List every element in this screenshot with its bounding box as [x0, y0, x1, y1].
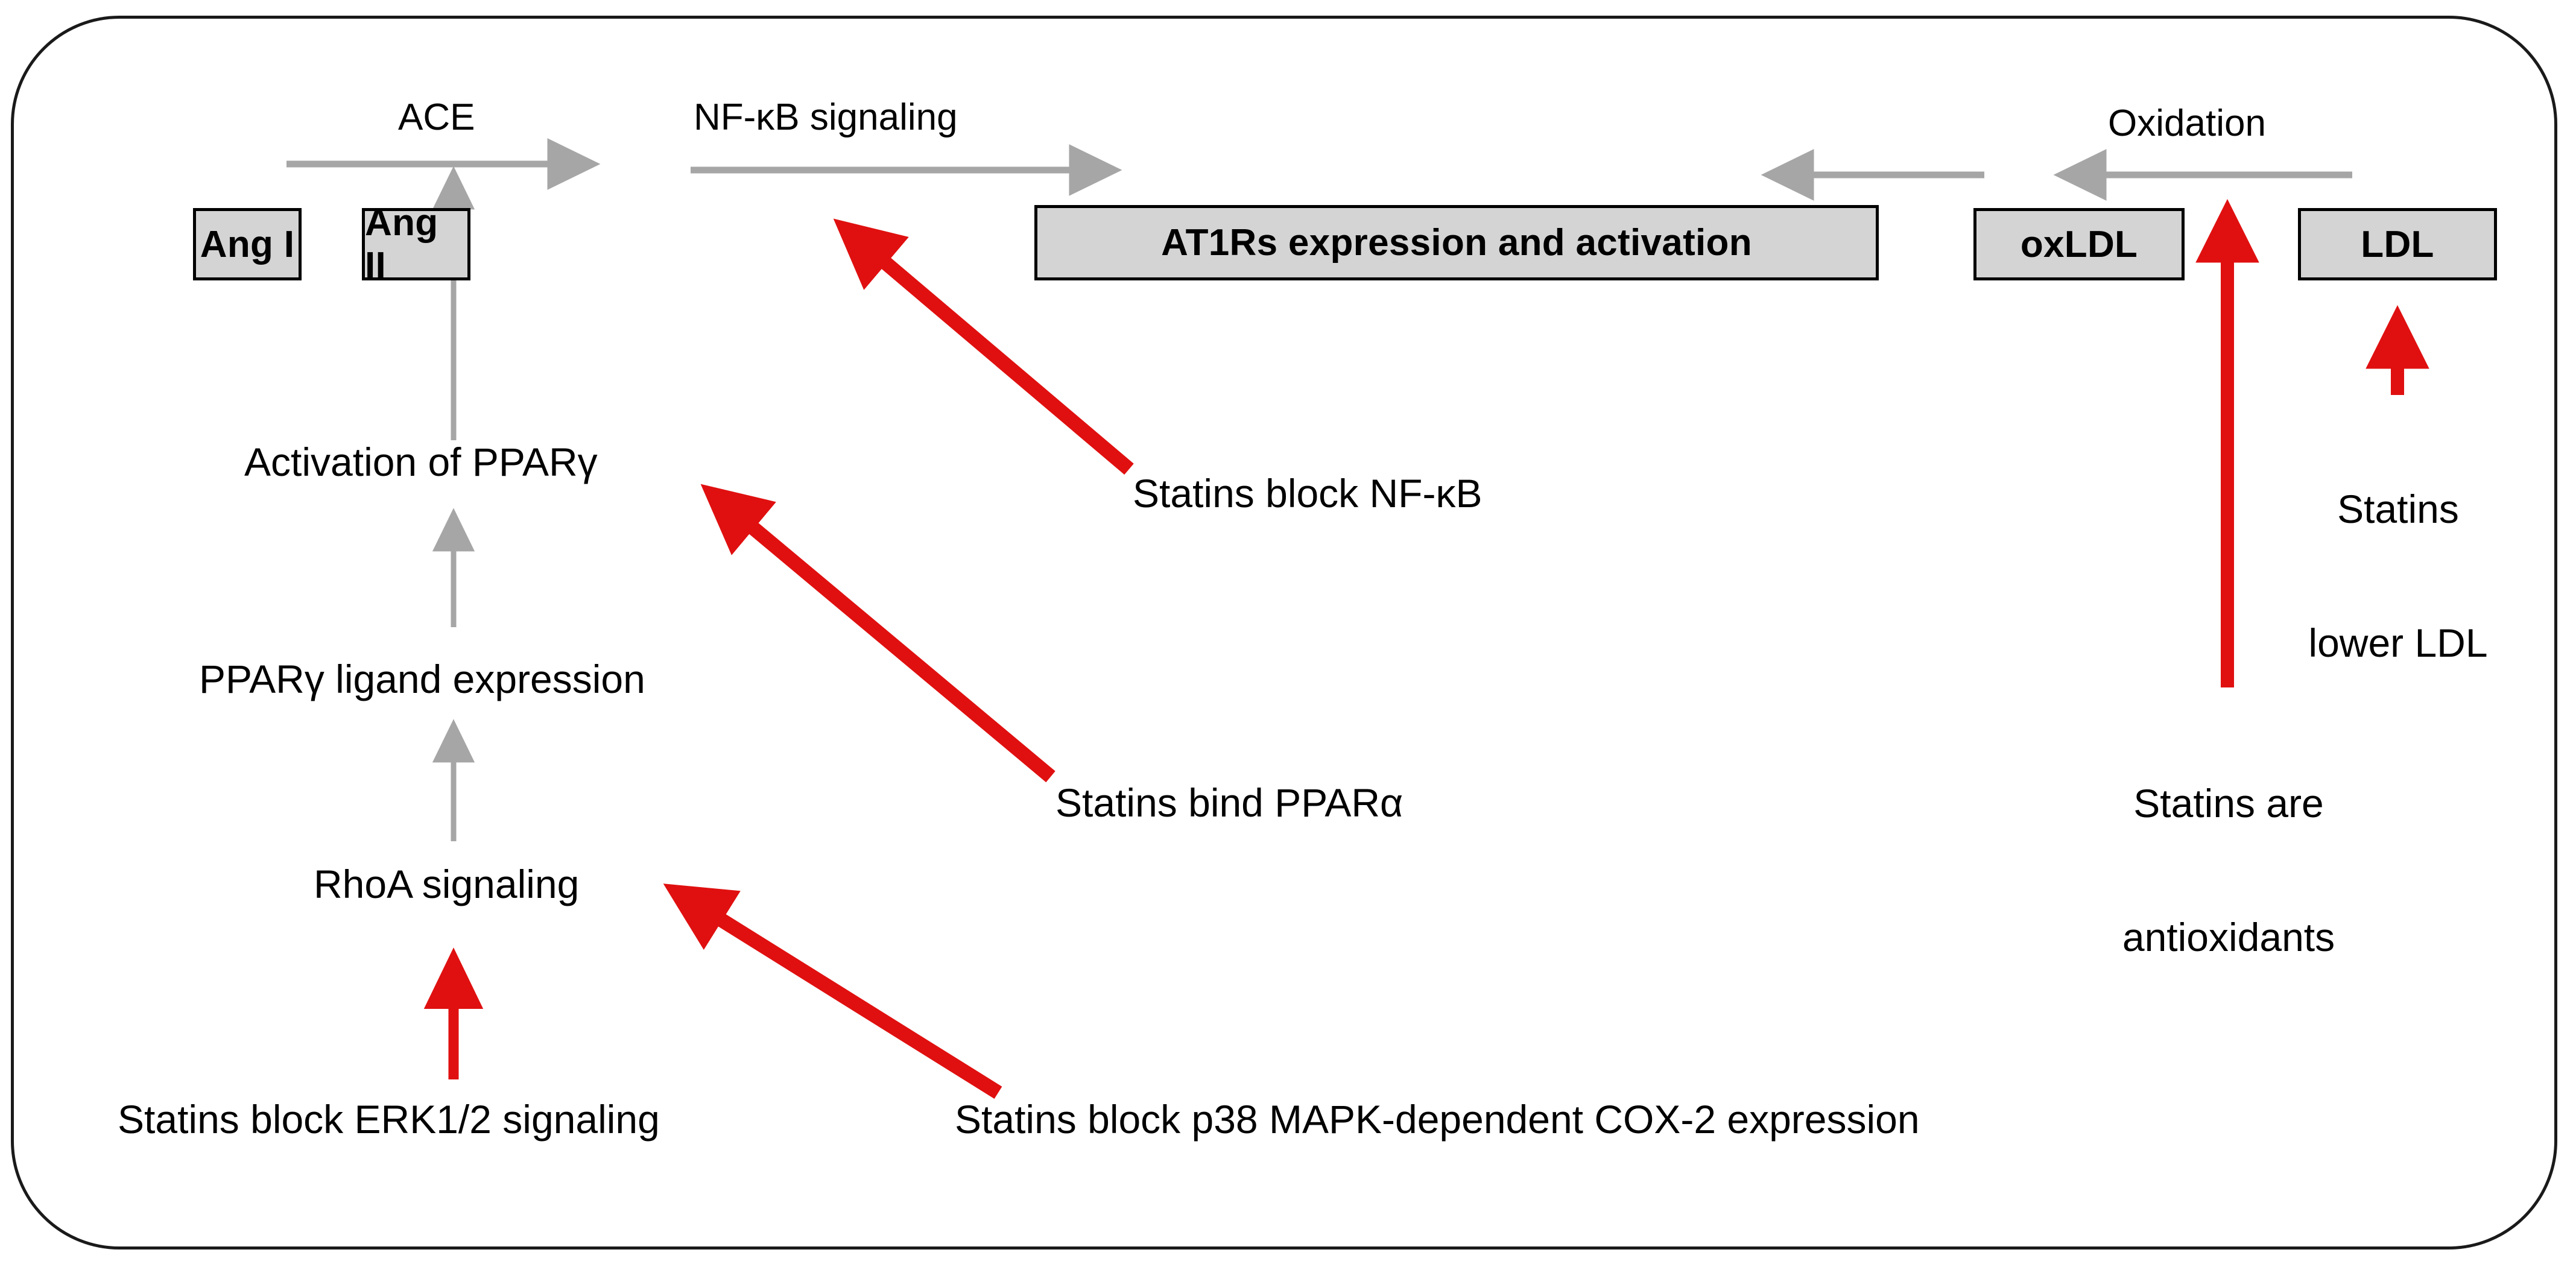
- node-label-oxldl: oxLDL: [2020, 223, 2138, 265]
- annotation-antioxidants-line-2: antioxidants: [2122, 914, 2335, 959]
- node-box-oxldl[interactable]: oxLDL: [1973, 208, 2185, 280]
- annotation-lower-ldl-line-1: Statins: [2337, 486, 2459, 531]
- edge-label-ace: ACE: [398, 96, 475, 138]
- pathway-step-rhoa: RhoA signaling: [314, 862, 580, 906]
- annotation-statins-block-nfkb: Statins block NF-κB: [1133, 471, 1483, 516]
- node-label-ldl: LDL: [2361, 223, 2434, 265]
- node-box-at1rs[interactable]: AT1Rs expression and activation: [1034, 205, 1879, 280]
- node-box-ldl[interactable]: LDL: [2298, 208, 2497, 280]
- annotation-statins-bind-ppara: Statins bind PPARα: [1055, 780, 1404, 825]
- annotation-statins-antioxidants: Statins are antioxidants: [2093, 692, 2364, 1049]
- annotation-antioxidants-line-1: Statins are: [2133, 780, 2324, 826]
- annotation-statins-lower-ldl: Statins lower LDL: [2286, 398, 2510, 754]
- edge-label-nfkb-signaling: NF-κB signaling: [694, 96, 958, 138]
- annotation-lower-ldl-line-2: lower LDL: [2308, 620, 2488, 665]
- annotation-statins-block-erk: Statins block ERK1/2 signaling: [118, 1097, 660, 1142]
- pathway-step-activation-pparg: Activation of PPARγ: [244, 440, 598, 484]
- diagram-outer-frame: [11, 16, 2557, 1249]
- node-box-ang-i[interactable]: Ang I: [193, 208, 302, 280]
- node-label-at1rs: AT1Rs expression and activation: [1161, 222, 1752, 264]
- node-label-ang-ii: Ang II: [365, 202, 438, 286]
- pathway-step-pparg-ligand: PPARγ ligand expression: [199, 657, 645, 701]
- edge-label-oxidation: Oxidation: [2108, 103, 2266, 144]
- node-box-ang-ii[interactable]: Ang II: [362, 202, 470, 286]
- node-label-ang-i: Ang I: [200, 223, 295, 265]
- annotation-statins-block-p38: Statins block p38 MAPK-dependent COX-2 e…: [955, 1097, 1920, 1142]
